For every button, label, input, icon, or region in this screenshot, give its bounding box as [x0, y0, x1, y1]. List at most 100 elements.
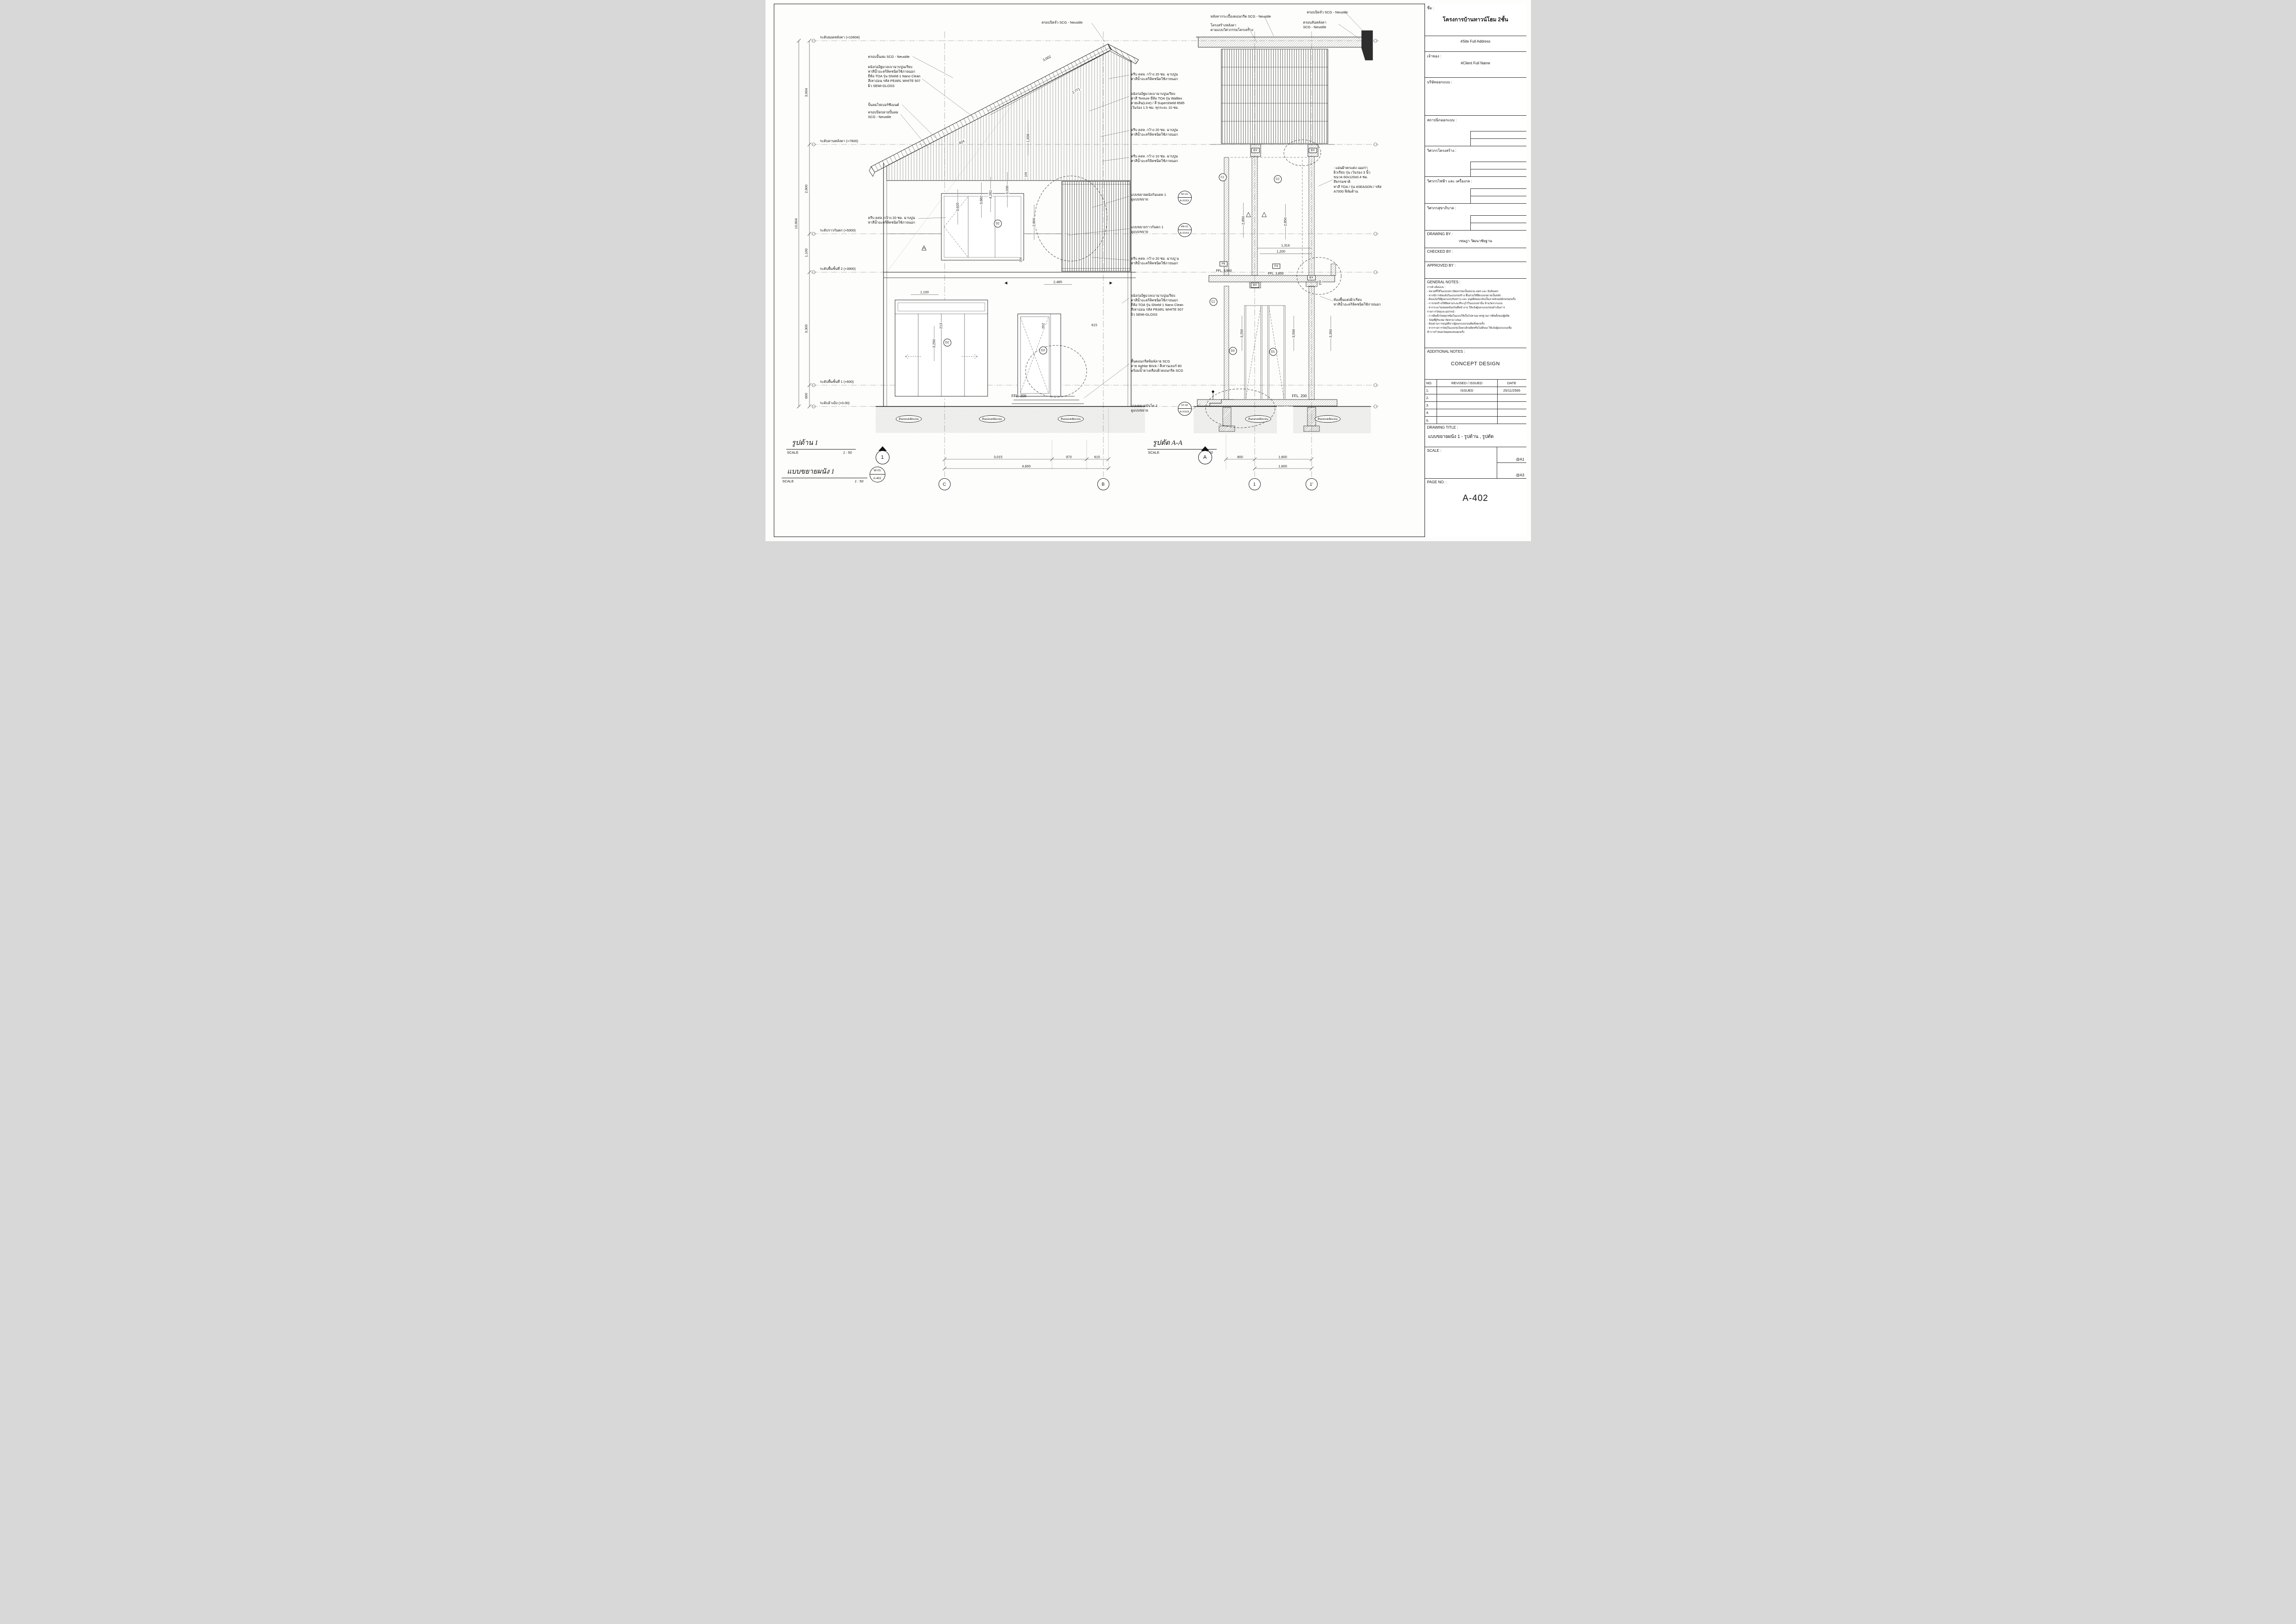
- dimension-line: [910, 294, 939, 295]
- revision-header-issued: REVISED / ISSUED: [1437, 380, 1498, 387]
- titleblock: ชื่อ : โครงการบ้านทาวน์โฮม 2ชั้น #Site F…: [1424, 4, 1526, 537]
- reference-tag: BX: [1251, 148, 1260, 153]
- general-note-line: - หากระยะไม่สอดคล้องกันที่หน้างาน ให้แจ้…: [1427, 306, 1505, 310]
- dimension-text: 1,836: [1026, 133, 1030, 143]
- triangle-icon: △: [1246, 210, 1251, 218]
- titleblock-general-notes-section: GENERAL NOTES : การอ้างอิงแบบ :- หน่วยที…: [1425, 279, 1526, 348]
- detail-callout-sheet: A-XXXX: [1180, 411, 1189, 413]
- titleblock-design-company-section: บริษัทออกแบบ :: [1425, 78, 1526, 116]
- view-marker: A: [1198, 450, 1212, 464]
- revision-cell: [1437, 409, 1498, 416]
- revision-cell: 4.: [1425, 409, 1437, 416]
- dimension-text: 1,100: [920, 290, 929, 294]
- annotation-note: ครอบปิดปลายปั้นลม SCG - Neustile: [868, 110, 898, 119]
- titleblock-architect-section: สถาปนิกออกแบบ :: [1425, 116, 1526, 146]
- signature-cells: [1470, 188, 1526, 203]
- revision-cell: 5.: [1425, 417, 1437, 424]
- soil-label: ดินถมบดอัดแน่น: [896, 415, 922, 423]
- level-label: ระดับราวกันตก (+5000): [820, 228, 856, 232]
- revision-row: 5.: [1425, 417, 1526, 424]
- general-note-line: รายการวัสดุและอุปกรณ์ :: [1427, 310, 1456, 313]
- detail-callout-sheet: A-XXXX: [1180, 200, 1189, 202]
- view-marker: 1: [875, 450, 890, 464]
- dimension-text: 3,004: [804, 87, 808, 98]
- client-name: #Client Full Name: [1461, 61, 1490, 65]
- titleblock-structural-section: วิศวกรโครงสร้าง :: [1425, 146, 1526, 177]
- general-note-line: - หากมีการขัดแย้งในแบบก่อสร้าง ชิ้นส่วนใ…: [1427, 294, 1501, 297]
- titleblock-sanitary-section: วิศวกรสุขาภิบาล :: [1425, 204, 1526, 231]
- soil-label: ดินถมบดอัดแน่น: [1058, 415, 1084, 423]
- annotation-note: FFL. 200: [1011, 394, 1027, 398]
- titleblock-mep-section: วิศวกรไฟฟ้า และ เครื่องกล :: [1425, 177, 1526, 204]
- signature-cell: [1470, 188, 1526, 196]
- signature-cell: [1470, 131, 1526, 138]
- titleblock-drawing-by-section: DRAWING BY : เขษฎา วัฒนาชัยฐาน: [1425, 231, 1526, 248]
- dimension-text: 202: [1041, 322, 1045, 330]
- view-title-text: รูปตัด A-A: [1152, 439, 1182, 447]
- drawing-sheet: ระดับยอดหลังคา (+10604)ระดับคานหลังคา (+…: [765, 0, 1531, 541]
- dimension-text: 2,485: [1053, 280, 1063, 284]
- reference-tag: D3: [1229, 347, 1237, 355]
- revision-cell: [1437, 402, 1498, 409]
- reference-tag: BX: [1251, 282, 1259, 288]
- revision-cell: [1498, 402, 1526, 409]
- concept-design-text: CONCEPT DESIGN: [1451, 361, 1500, 367]
- annotation-note: ผนังก่ออิฐมวลเบาฉาบปูนเรียบ ทาสีน้ำอะคริ…: [1131, 294, 1183, 317]
- dimension-text: 1,316: [1281, 243, 1290, 248]
- signature-cell: [1470, 162, 1526, 169]
- revision-table-header: NO. REVISED / ISSUED DATE: [1425, 380, 1526, 387]
- level-label: ระดับพื้นชั้นที่ 1 (+600): [820, 380, 854, 384]
- revision-row: 3.: [1425, 402, 1526, 409]
- titleblock-approved-by-section: APPROVED BY :: [1425, 262, 1526, 279]
- triangle-tag: △P1: [920, 244, 928, 251]
- project-name: โครงการบ้านทาวน์โฮม 2ชั้น: [1443, 17, 1508, 23]
- detail-callout-number: HR-01: [1178, 224, 1191, 230]
- reference-tag: BX: [1307, 275, 1316, 281]
- annotation-note: ครีบ คสล. กว้าง 20 ซม. ฉาบปูน ทาสีน้ำอะค…: [1131, 72, 1178, 81]
- annotation-note: FFL. 200: [1292, 394, 1307, 398]
- dimension-text: 600: [804, 392, 808, 400]
- general-note-line: - ต้องแจ้งให้ผู้ออกแบบรับทราบ และ อนุมัต…: [1427, 298, 1516, 301]
- level-label: ระดับอ้างอิง (+0.00): [820, 401, 850, 405]
- detail-callout-number: ST-02: [1178, 402, 1191, 409]
- level-label: ระดับยอดหลังคา (+10604): [820, 35, 860, 39]
- reference-tag: C2: [1274, 175, 1282, 183]
- annotation-note: FFL. 3,900: [1216, 269, 1232, 273]
- titleblock-page-section: PAGE NO. : A-402: [1425, 479, 1526, 537]
- dimension-text: 3,250: [1239, 328, 1244, 338]
- reference-tag: D2: [943, 338, 951, 347]
- dimension-text: 10,604: [794, 218, 798, 230]
- dimension-text: 970: [1065, 455, 1072, 459]
- page-no-label: PAGE NO. :: [1427, 480, 1447, 484]
- signature-cell: [1470, 223, 1526, 230]
- annotation-note: ครอบปิดจั่ว SCG - Neustile: [1041, 20, 1083, 25]
- triangle-tag: △: [1244, 210, 1253, 218]
- revision-cell: [1498, 417, 1526, 424]
- titleblock-checked-by-section: CHECKED BY :: [1425, 248, 1526, 262]
- titleblock-additional-notes-section: ADDITIONAL NOTES : CONCEPT DESIGN: [1425, 348, 1526, 380]
- project-name-label: ชื่อ :: [1427, 6, 1434, 10]
- revision-cell: [1498, 394, 1526, 401]
- revision-row: 4.: [1425, 409, 1526, 417]
- annotation-note: ครีบ คสล. กว้าง 20 ซม. ฉาบปูน ทาสีน้ำอะค…: [868, 216, 915, 225]
- general-note-line: ทำการกำหนดวัสดุทดแทนทุกครั้ง: [1427, 331, 1465, 334]
- dimension-text: 1,600: [1278, 464, 1288, 468]
- annotation-note: ครีบ คสล. กว้าง 20 ซม. ฉาบปูน ทาสีน้ำอะค…: [1131, 128, 1178, 137]
- revision-cell: [1498, 409, 1526, 416]
- checked-by-label: CHECKED BY :: [1427, 250, 1453, 254]
- dimension-text: 2,600: [804, 184, 808, 194]
- direction-arrow-icon: ▶: [1109, 281, 1113, 285]
- dimension-text: 5,030: [1005, 185, 1009, 195]
- annotation-note: โครงสร้างหลังคา ตามแบบวิศวกรรมโครงสร้าง: [1210, 23, 1253, 32]
- general-note-line: - การติดตั้งวัสดุทุกชนิดในแบบให้เป็นไปตา…: [1427, 314, 1510, 318]
- page-number: A-402: [1462, 493, 1488, 503]
- triangle-icon: △: [1262, 210, 1267, 218]
- general-notes-text: การอ้างอิงแบบ :- หน่วยที่ใช้ในแบบสถาปัตย…: [1427, 286, 1524, 335]
- scale-a3: @A3: [1516, 473, 1524, 477]
- design-company-label: บริษัทออกแบบ :: [1427, 80, 1452, 84]
- dimension-text: 213: [939, 322, 943, 330]
